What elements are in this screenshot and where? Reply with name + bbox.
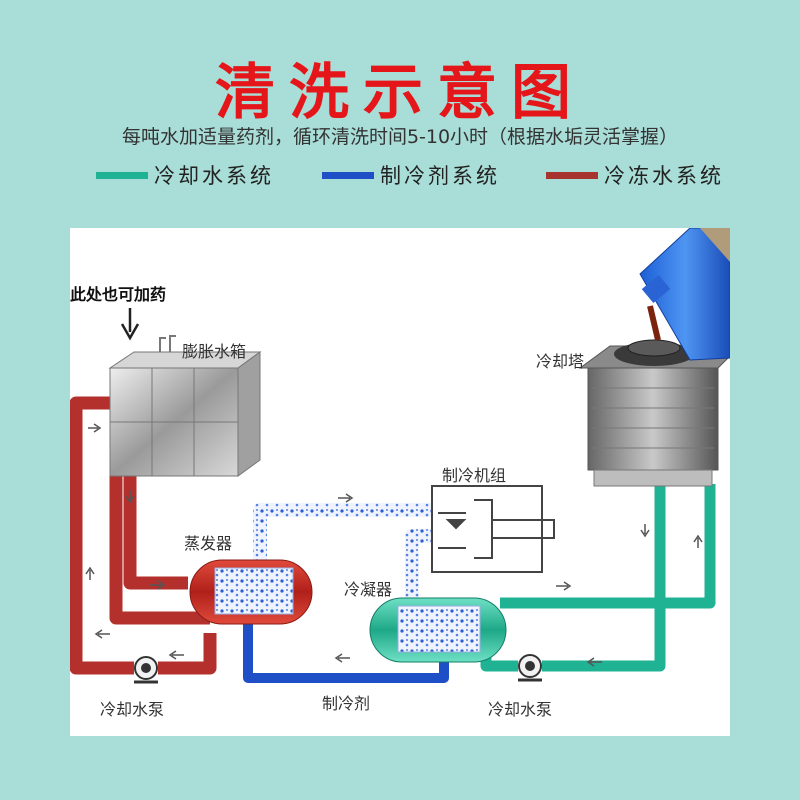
legend-swatch bbox=[546, 171, 598, 179]
legend-item-chilled-water: 冷冻水系统 bbox=[546, 162, 724, 188]
legend-label: 冷冻水系统 bbox=[604, 164, 724, 188]
label-chiller-unit: 制冷机组 bbox=[442, 466, 507, 485]
condenser bbox=[369, 597, 507, 663]
flow-arrows bbox=[85, 423, 703, 667]
label-refrigerant: 制冷剂 bbox=[322, 694, 371, 713]
chemical-bottle bbox=[639, 228, 730, 361]
label-evaporator: 蒸发器 bbox=[184, 534, 233, 553]
page-title: 清洗示意图 bbox=[215, 58, 585, 128]
legend-swatch bbox=[322, 171, 374, 179]
pump-right bbox=[518, 654, 542, 682]
label-condenser: 冷凝器 bbox=[344, 580, 393, 599]
refrigerant-pipes bbox=[243, 623, 449, 683]
chiller-unit bbox=[431, 485, 555, 573]
legend-label: 冷却水系统 bbox=[154, 164, 274, 188]
legend-item-cooling-water: 冷却水系统 bbox=[96, 162, 274, 188]
system-diagram bbox=[70, 228, 730, 684]
evaporator bbox=[189, 559, 313, 625]
cooling-tower bbox=[578, 339, 730, 487]
pump-left bbox=[134, 656, 158, 684]
legend-label: 制冷剂系统 bbox=[380, 164, 500, 188]
label-pump-left: 冷却水泵 bbox=[100, 700, 165, 719]
subtitle: 每吨水加适量药剂，循环清洗时间5-10小时（根据水垢灵活掌握） bbox=[121, 126, 679, 148]
expansion-tank bbox=[108, 335, 262, 477]
label-cooling-tower: 冷却塔 bbox=[536, 352, 585, 371]
diagram-panel: 此处也可加药 膨胀水箱 冷却塔 制冷机组 蒸发器 冷凝器 冷却水泵 制冷剂 冷却… bbox=[70, 228, 730, 736]
label-add-chemical-here: 此处也可加药 bbox=[70, 285, 167, 304]
chilled-water-pipes bbox=[70, 396, 217, 675]
label-pump-right: 冷却水泵 bbox=[488, 700, 553, 719]
legend-swatch bbox=[96, 171, 148, 179]
legend-item-refrigerant: 制冷剂系统 bbox=[322, 162, 500, 188]
down-arrow-icon bbox=[120, 308, 140, 341]
label-expansion-tank: 膨胀水箱 bbox=[182, 342, 247, 361]
